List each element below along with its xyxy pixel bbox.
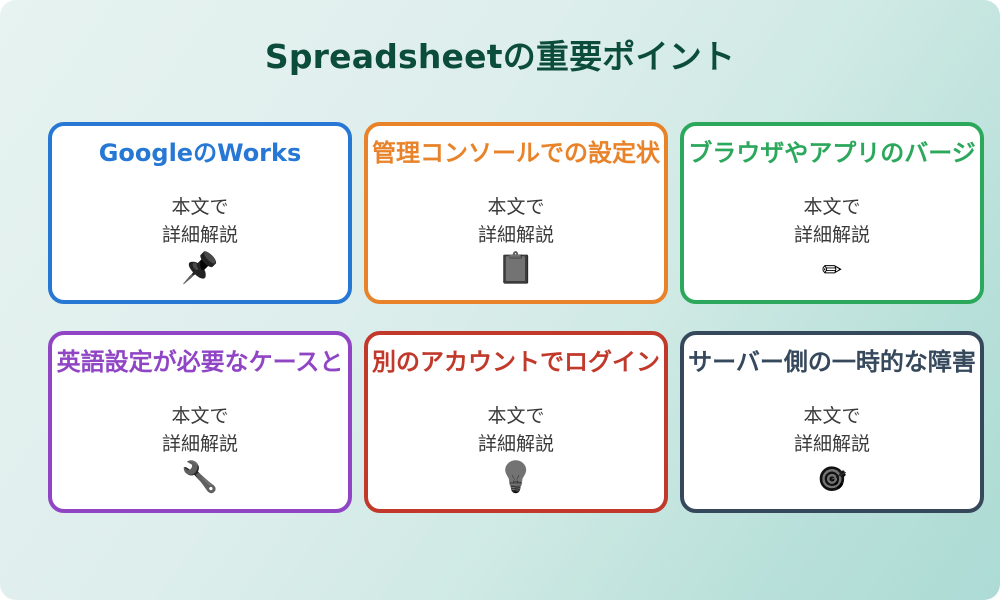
- card-2-body: 本文で 詳細解説: [368, 194, 664, 249]
- card-2[interactable]: 管理コンソールでの設定状 本文で 詳細解説 📋: [364, 122, 668, 304]
- card-5-heading: 別のアカウントでログイン: [372, 348, 660, 376]
- card-5[interactable]: 別のアカウントでログイン 本文で 詳細解説 💡: [364, 331, 668, 513]
- card-3[interactable]: ブラウザやアプリのバージ 本文で 詳細解説 ✏: [680, 122, 984, 304]
- clipboard-icon: 📋: [497, 251, 535, 286]
- card-5-body: 本文で 詳細解説: [368, 403, 664, 458]
- card-5-body-line1: 本文で: [487, 405, 545, 427]
- card-2-body-line1: 本文で: [487, 196, 545, 218]
- pushpin-icon: 📌: [181, 251, 219, 286]
- card-4[interactable]: 英語設定が必要なケースと 本文で 詳細解説 🔧: [48, 331, 352, 513]
- pencil-icon: ✏: [821, 256, 843, 284]
- lightbulb-icon: 💡: [497, 460, 535, 495]
- card-3-body: 本文で 詳細解説: [684, 194, 980, 249]
- card-4-body-line2: 詳細解説: [161, 432, 238, 455]
- wrench-icon: 🔧: [181, 460, 219, 495]
- card-1-body-line2: 詳細解説: [161, 223, 238, 246]
- page-title: Spreadsheetの重要ポイント: [264, 37, 736, 76]
- card-6-heading: サーバー側の一時的な障害: [688, 348, 976, 376]
- target-dart-icon: 🎯: [817, 465, 847, 493]
- card-3-heading: ブラウザやアプリのバージ: [688, 139, 976, 167]
- card-grid: GoogleのWorks 本文で 詳細解説 📌 管理コンソールでの設定状 本文で…: [48, 122, 985, 532]
- card-2-body-line2: 詳細解説: [477, 223, 554, 246]
- card-4-body: 本文で 詳細解説: [52, 403, 348, 458]
- card-6-body-line1: 本文で: [803, 405, 861, 427]
- card-5-body-line2: 詳細解説: [477, 432, 554, 455]
- card-1-body-line1: 本文で: [171, 196, 229, 218]
- card-4-body-line1: 本文で: [171, 405, 229, 427]
- card-4-heading: 英語設定が必要なケースと: [56, 348, 344, 376]
- card-6[interactable]: サーバー側の一時的な障害 本文で 詳細解説 🎯: [680, 331, 984, 513]
- card-2-heading: 管理コンソールでの設定状: [372, 139, 660, 167]
- card-6-body-line2: 詳細解説: [793, 432, 870, 455]
- card-3-body-line1: 本文で: [803, 196, 861, 218]
- card-3-body-line2: 詳細解説: [793, 223, 870, 246]
- card-1[interactable]: GoogleのWorks 本文で 詳細解説 📌: [48, 122, 352, 304]
- card-1-heading: GoogleのWorks: [98, 139, 302, 167]
- card-1-body: 本文で 詳細解説: [52, 194, 348, 249]
- card-6-body: 本文で 詳細解説: [684, 403, 980, 458]
